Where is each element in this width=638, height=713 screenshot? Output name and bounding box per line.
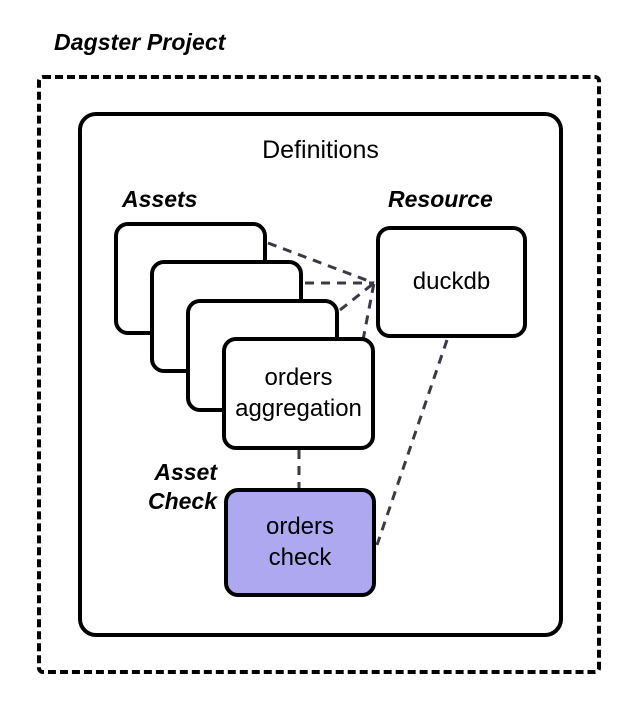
asset-check-node-orders-check[interactable]: orders check <box>224 488 376 597</box>
dagster-project-container <box>37 75 601 674</box>
group-label-asset-check-line1: Asset <box>154 459 217 485</box>
group-label-assets: Assets <box>122 186 198 212</box>
asset-node-label-line2: aggregation <box>235 394 362 422</box>
asset-check-node-label-line1: orders <box>265 512 335 540</box>
project-title: Dagster Project <box>54 29 226 55</box>
asset-node-orders-aggregation[interactable]: orders aggregation <box>222 337 375 450</box>
asset-check-node-label-line2: check <box>268 543 332 571</box>
asset-node-label-line1: orders <box>264 363 333 391</box>
resource-node-label: duckdb <box>412 267 491 295</box>
group-label-asset-check-line2: Check <box>147 488 217 515</box>
group-label-resource: Resource <box>388 186 493 212</box>
definitions-title: Definitions <box>262 136 379 164</box>
resource-node-duckdb[interactable]: duckdb <box>376 226 527 338</box>
group-label-asset-check: Asset Check <box>85 458 217 517</box>
